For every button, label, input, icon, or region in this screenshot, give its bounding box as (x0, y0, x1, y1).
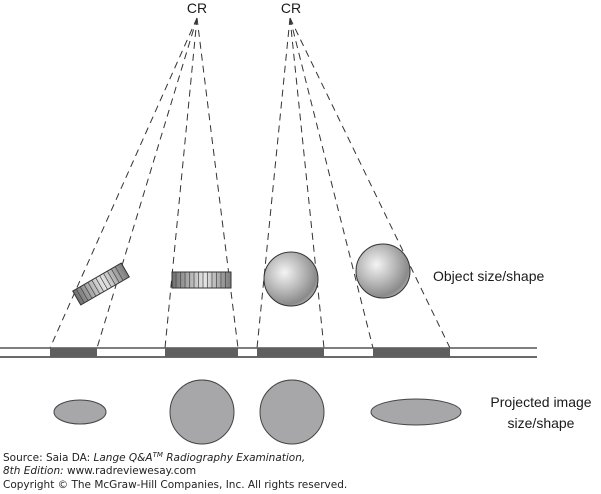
book-title: Lange Q&A (93, 452, 153, 464)
tilted-coin-object (72, 262, 130, 306)
flat-coin-object (171, 271, 232, 289)
projected-image-circle-2 (259, 379, 325, 445)
beam-line-3 (164, 17, 198, 349)
copyright-notice: Copyright © The McGraw-Hill Companies, I… (3, 479, 348, 491)
source-line-1: Source: Saia DA: Lange Q&ATM Radiography… (3, 452, 347, 465)
coin-edge-stripe (99, 275, 108, 290)
projected-image-label-line1: Projected image (490, 394, 591, 410)
coin-edge-stripe (87, 282, 97, 297)
beam-lines (49, 17, 451, 349)
film-segment-1 (50, 348, 97, 357)
beam-line-7 (289, 17, 374, 349)
coin-edge-stripe (79, 286, 89, 301)
sphere-offset-object (355, 243, 411, 299)
beam-line-5 (256, 17, 291, 349)
beam-line-1 (49, 17, 198, 349)
coin-edge-stripe (95, 277, 105, 292)
coin-edge-stripe (91, 279, 101, 295)
projected-image-circle-1 (169, 379, 235, 445)
source-line-2: 8th Edition: www.radreviewesay.com (3, 465, 347, 478)
beam-line-6 (289, 17, 325, 349)
coin-edge-stripe (75, 288, 85, 304)
coin-edge-stripe (83, 284, 93, 299)
trademark: TM (152, 451, 163, 459)
projected-image-small-ellipse (53, 399, 107, 425)
edition: 8th Edition: (3, 464, 64, 477)
sphere-aligned-object (263, 251, 319, 307)
source-prefix: Source: Saia DA: (3, 452, 94, 464)
source-citation: Source: Saia DA: Lange Q&ATM Radiography… (3, 452, 347, 492)
film-segment-4 (373, 348, 450, 357)
source-url: www.radreviewesay.com (63, 464, 197, 477)
central-ray-label-right: CR (281, 0, 301, 16)
coin-edge-stripe (114, 266, 124, 281)
coin-edge-stripe (103, 273, 112, 288)
book-title-rest: Radiography Examination, (162, 452, 306, 464)
projected-image-label-line2: size/shape (508, 415, 575, 431)
beam-line-8 (289, 17, 451, 349)
object-size-shape-label: Object size/shape (433, 268, 544, 284)
beam-line-2 (96, 17, 198, 349)
projected-image-elongated-ellipse (370, 398, 462, 426)
coin-edge-stripe (107, 270, 116, 286)
coin-edge-stripe (110, 268, 120, 283)
film-segment-3 (257, 348, 324, 357)
beam-line-4 (196, 17, 239, 349)
central-ray-label-left: CR (187, 0, 207, 16)
film-segment-2 (165, 348, 238, 357)
